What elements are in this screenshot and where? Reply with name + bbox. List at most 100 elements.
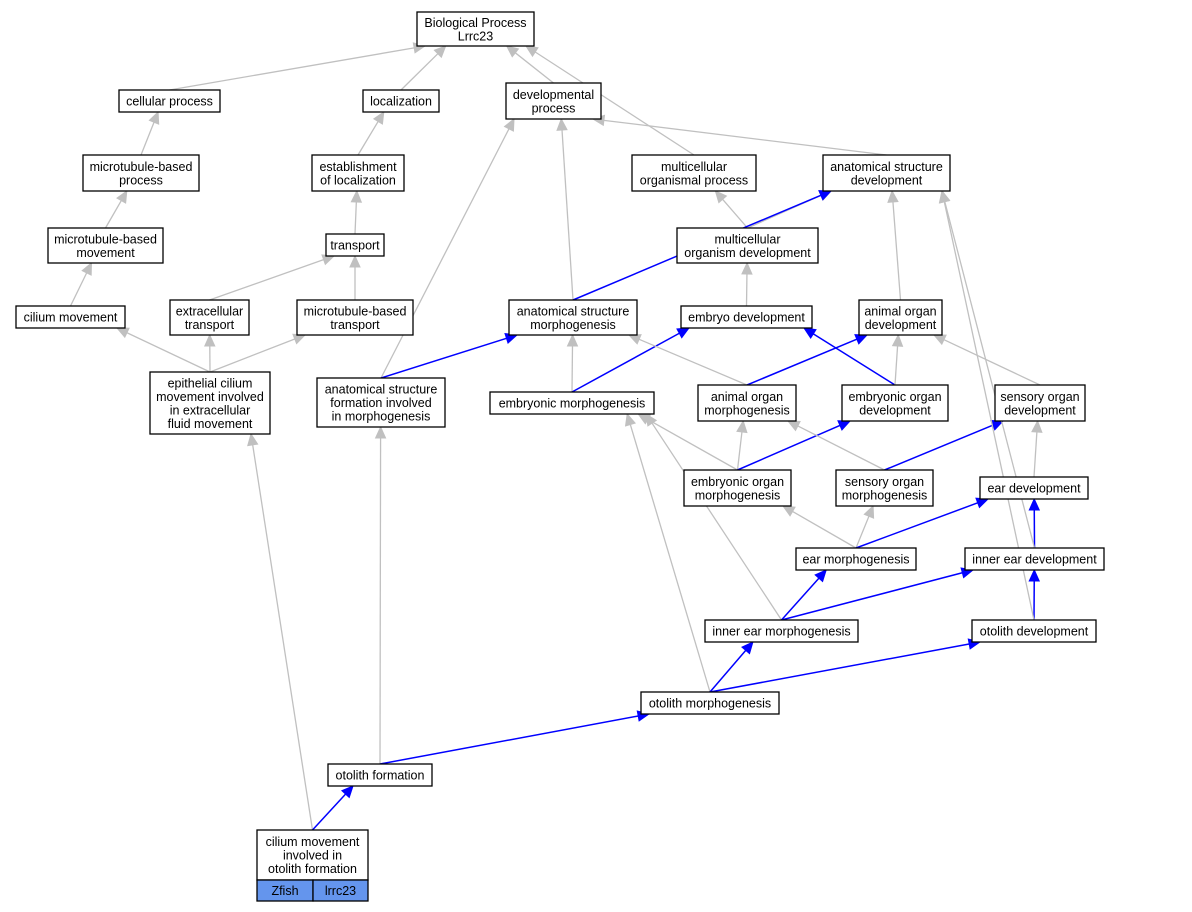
node-box bbox=[676, 227, 819, 264]
node-ear-development[interactable]: ear development bbox=[979, 476, 1089, 500]
arrowhead bbox=[627, 334, 642, 345]
node-label-line: morphogenesis bbox=[704, 403, 789, 417]
edge-is-a bbox=[374, 425, 387, 765]
node-box bbox=[508, 299, 638, 336]
node-otolith-development[interactable]: otolith development bbox=[971, 619, 1097, 643]
arrowhead bbox=[81, 261, 93, 276]
node-box bbox=[118, 89, 221, 113]
edge-is-a bbox=[204, 333, 216, 373]
node-label-line: animal organ bbox=[711, 390, 783, 404]
node-transport[interactable]: transport bbox=[325, 233, 385, 257]
edge-is-a bbox=[350, 189, 363, 235]
node-localization[interactable]: localization bbox=[362, 89, 440, 113]
node-label-line: establishment bbox=[319, 160, 397, 174]
edge-is-a bbox=[209, 254, 336, 301]
node-label-line: Lrrc23 bbox=[458, 29, 493, 43]
node-ear-morphogenesis[interactable]: ear morphogenesis bbox=[795, 547, 917, 571]
node-otolith-formation[interactable]: otolith formation bbox=[327, 763, 433, 787]
node-box bbox=[680, 305, 813, 329]
arrowhead bbox=[566, 333, 579, 347]
node-label-line: organism development bbox=[684, 246, 811, 260]
node-label-line: development bbox=[865, 318, 937, 332]
node-label-line: multicellular bbox=[715, 232, 781, 246]
arrowhead bbox=[854, 334, 869, 345]
edge-part-of bbox=[311, 785, 354, 831]
node-label-line: development bbox=[851, 173, 923, 187]
node-label-line: formation involved bbox=[330, 396, 431, 410]
arrowhead bbox=[524, 45, 539, 58]
edge-is-a bbox=[140, 110, 160, 156]
node-label-line: transport bbox=[185, 318, 235, 332]
node-box bbox=[316, 377, 446, 428]
node-label-line: inner ear development bbox=[972, 553, 1097, 567]
edge-is-a bbox=[400, 45, 447, 91]
edge-is-a bbox=[932, 334, 1041, 386]
arrowhead bbox=[786, 420, 801, 432]
node-label-line: sensory organ bbox=[1000, 390, 1079, 404]
node-box bbox=[795, 547, 917, 571]
arrowhead bbox=[714, 190, 728, 204]
node-box bbox=[256, 829, 369, 881]
node-label-line: multicellular bbox=[661, 160, 727, 174]
node-cellular-process[interactable]: cellular process bbox=[118, 89, 221, 113]
edge-part-of bbox=[1028, 568, 1041, 621]
edge-is-a bbox=[891, 333, 904, 386]
legend-gene-cell bbox=[312, 879, 369, 902]
node-cilium-movement[interactable]: cilium movement bbox=[15, 305, 126, 329]
node-label-line: anatomical structure bbox=[325, 383, 438, 397]
arrowhead bbox=[814, 569, 828, 583]
node-embryo-development[interactable]: embryo development bbox=[680, 305, 813, 329]
node-label-line: epithelial cilium bbox=[168, 376, 253, 390]
node-label-line: microtubule-based bbox=[54, 232, 157, 246]
arrowhead bbox=[292, 333, 307, 345]
node-label-line: embryonic morphogenesis bbox=[499, 397, 646, 411]
node-inner-ear-morphogenesis[interactable]: inner ear morphogenesis bbox=[704, 619, 859, 643]
node-label-line: microtubule-based bbox=[90, 160, 193, 174]
node-label-line: otolith formation bbox=[268, 862, 357, 876]
node-label-line: otolith development bbox=[980, 625, 1089, 639]
edge-is-a bbox=[624, 412, 711, 693]
node-label-line: ear morphogenesis bbox=[802, 553, 909, 567]
node-label-line: in morphogenesis bbox=[332, 410, 431, 424]
node-box bbox=[994, 384, 1086, 422]
node-label-line: animal organ bbox=[864, 304, 936, 318]
node-box bbox=[631, 154, 757, 192]
node-box bbox=[505, 82, 602, 120]
edge-is-a bbox=[645, 412, 783, 621]
edge-is-a bbox=[786, 420, 885, 471]
node-label-line: process bbox=[119, 173, 163, 187]
node-box bbox=[15, 305, 126, 329]
edge-part-of bbox=[380, 332, 519, 379]
arrowhead bbox=[887, 189, 899, 203]
arrowhead bbox=[938, 189, 951, 204]
node-inner-ear-development[interactable]: inner ear development bbox=[964, 547, 1105, 571]
node-label-line: movement involved bbox=[156, 390, 264, 404]
node-otolith-morphogenesis[interactable]: otolith morphogenesis bbox=[640, 691, 780, 715]
node-label-line: transport bbox=[330, 239, 380, 253]
edge-is-a bbox=[1031, 419, 1043, 478]
node-box bbox=[697, 384, 797, 422]
node-label-line: process bbox=[532, 101, 576, 115]
node-embryonic-morphogenesis[interactable]: embryonic morphogenesis bbox=[489, 391, 655, 415]
